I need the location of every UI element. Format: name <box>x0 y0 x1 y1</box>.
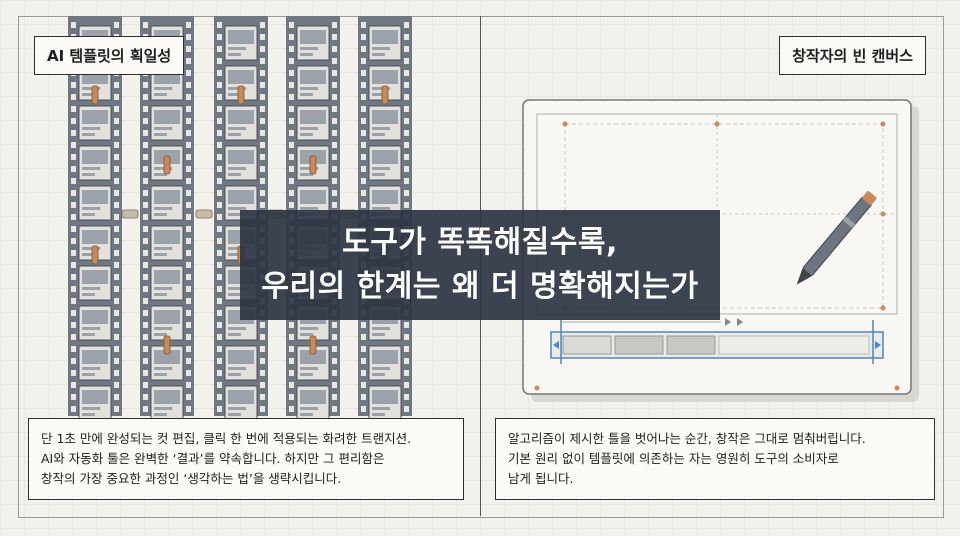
left-description: 단 1초 만에 완성되는 컷 편집, 클릭 한 번에 적용되는 화려한 트랜지션… <box>28 418 464 500</box>
left-desc-line-3: 창작의 가장 중요한 과정인 ‘생각하는 법’을 생략시킵니다. <box>41 471 342 486</box>
right-title: 창작자의 빈 캔버스 <box>779 36 926 75</box>
pencil-icon <box>796 191 877 285</box>
left-desc-line-1: 단 1초 만에 완성되는 컷 편집, 클릭 한 번에 적용되는 화려한 트랜지션… <box>41 431 412 446</box>
left-title: AI 템플릿의 획일성 <box>34 36 185 75</box>
left-desc-line-2: AI와 자동화 툴은 완벽한 ‘결과’를 약속합니다. 하지만 그 편리함은 <box>41 451 385 466</box>
headline-overlay: 도구가 똑똑해질수록, 우리의 한계는 왜 더 명확해지는가 <box>240 210 720 320</box>
right-description: 알고리즘이 제시한 틀을 벗어나는 순간, 창작은 그대로 멈춰버립니다. 기본… <box>495 418 935 500</box>
right-desc-line-3: 남게 됩니다. <box>508 471 574 486</box>
headline-line-1: 도구가 똑똑해질수록, <box>342 225 618 260</box>
headline-line-2: 우리의 한계는 왜 더 명확해지는가 <box>261 269 699 304</box>
right-desc-line-2: 기본 원리 없이 템플릿에 의존하는 자는 영원히 도구의 소비자로 <box>508 451 839 466</box>
outer-border <box>18 16 944 518</box>
timeline-icon <box>550 318 884 364</box>
right-desc-line-1: 알고리즘이 제시한 틀을 벗어나는 순간, 창작은 그대로 멈춰버립니다. <box>508 431 866 446</box>
